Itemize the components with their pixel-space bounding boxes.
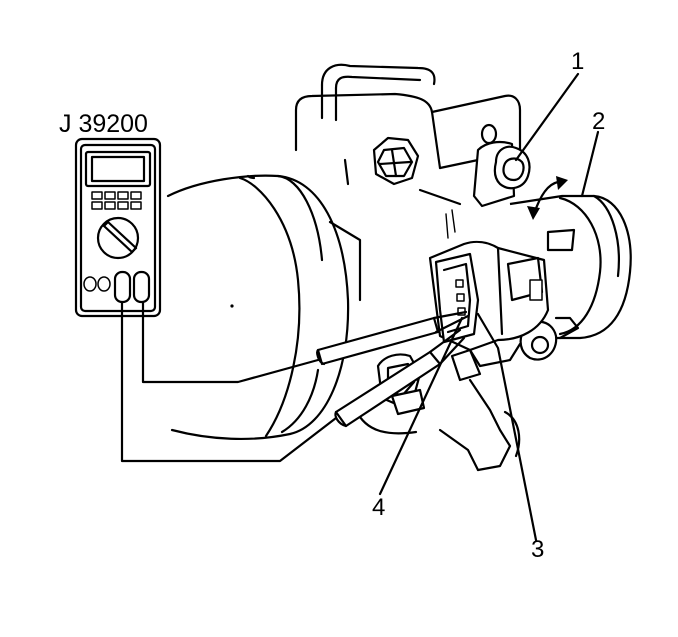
- engine-housing: [294, 63, 522, 472]
- callout-leaders: [378, 72, 600, 542]
- hex-bolt: [372, 136, 420, 186]
- callout-1: 1: [571, 48, 584, 75]
- rotation-arrow-icon: [527, 176, 568, 220]
- callout-2: 2: [592, 108, 605, 135]
- inlet-cylinder: [166, 174, 350, 440]
- callout-3: 3: [531, 536, 544, 563]
- test-probe-upper: [316, 310, 470, 366]
- callout-4: 4: [372, 494, 385, 521]
- tool-label: J 39200: [59, 110, 148, 138]
- test-leads: [120, 300, 338, 463]
- mounting-nut: [472, 140, 531, 208]
- multimeter-icon: [74, 137, 162, 318]
